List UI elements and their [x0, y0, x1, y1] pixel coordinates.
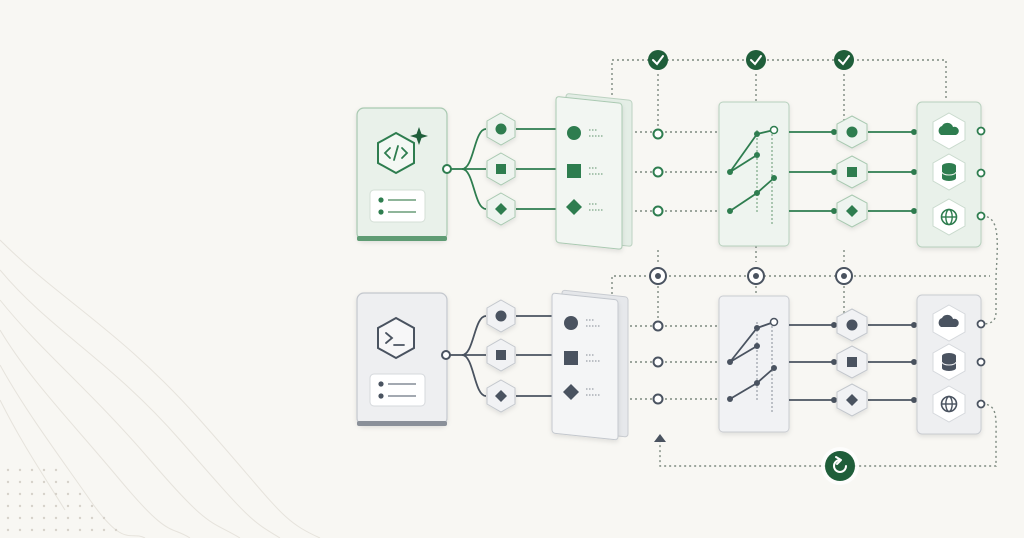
- circle-icon: [495, 310, 507, 322]
- circle-icon: [495, 123, 507, 135]
- checkmark-icon: [652, 55, 664, 66]
- target-dot-icon: [753, 273, 759, 279]
- bus-node-1[interactable]: [649, 267, 667, 285]
- diamond-icon: [846, 394, 858, 406]
- square-icon: [496, 350, 506, 360]
- circle-icon: [567, 126, 581, 140]
- fanout-lines-bottom: [447, 315, 552, 397]
- dotted-connectors: [611, 59, 998, 467]
- route-out-lines-bottom: [789, 324, 918, 401]
- junction-node-top: [442, 164, 452, 174]
- circle-icon: [846, 319, 858, 331]
- square-icon: [564, 351, 578, 365]
- branch-node-square-top[interactable]: [486, 152, 516, 186]
- fanout-lines-top: [447, 128, 556, 210]
- globe-icon: [932, 385, 966, 423]
- route-out-lines-top: [789, 131, 918, 212]
- list-icon: [369, 373, 426, 407]
- target-dot-icon: [841, 273, 847, 279]
- diamond-icon: [495, 390, 507, 402]
- branch-node-diamond-bottom[interactable]: [486, 379, 516, 413]
- database-icon: [932, 343, 966, 381]
- port-node: [652, 393, 664, 405]
- terminal-prompt-icon: [377, 316, 415, 360]
- port-node: [652, 128, 664, 140]
- circle-icon: [564, 316, 578, 330]
- circle-icon: [846, 126, 858, 138]
- output-node-circle-bottom[interactable]: [836, 308, 868, 342]
- database-icon: [932, 153, 966, 191]
- background-decoration: [0, 239, 321, 538]
- code-brackets-icon: [377, 131, 415, 175]
- row-top: [356, 50, 986, 250]
- output-node-circle-top[interactable]: [836, 115, 868, 149]
- refresh-loop-button[interactable]: [821, 447, 859, 485]
- square-icon: [847, 167, 857, 177]
- branch-node-circle-bottom[interactable]: [486, 299, 516, 333]
- square-icon: [496, 164, 506, 174]
- background-dots: [6, 468, 118, 532]
- port-node: [652, 166, 664, 178]
- routing-panel-bottom[interactable]: [718, 295, 790, 433]
- globe-icon: [932, 198, 966, 236]
- diamond-icon: [495, 203, 507, 215]
- targets-panel-top[interactable]: [916, 101, 982, 248]
- checkmark-icon: [750, 55, 762, 66]
- output-node-square-top[interactable]: [836, 155, 868, 189]
- checkpoint-1[interactable]: [648, 50, 668, 70]
- target-dot-icon: [655, 273, 661, 279]
- diamond-icon: [566, 199, 582, 215]
- square-icon: [567, 164, 581, 178]
- diamond-icon: [563, 384, 579, 400]
- cloud-icon: [932, 112, 966, 150]
- targets-panel-bottom[interactable]: [916, 294, 982, 435]
- diamond-icon: [846, 205, 858, 217]
- refresh-loop-icon: [833, 456, 847, 473]
- sparkle-icon: [410, 127, 428, 145]
- list-icon: [369, 189, 426, 223]
- square-icon: [847, 357, 857, 367]
- routing-panel-top[interactable]: [718, 101, 790, 247]
- row-bottom: [356, 267, 986, 441]
- arrow-up-icon: [654, 434, 666, 442]
- junction-node-bottom: [441, 350, 451, 360]
- output-node-square-bottom[interactable]: [836, 345, 868, 379]
- port-node: [652, 205, 664, 217]
- source-card-bottom[interactable]: [356, 292, 448, 426]
- port-node: [652, 320, 664, 332]
- bus-node-2[interactable]: [747, 267, 765, 285]
- branch-node-circle-top[interactable]: [486, 112, 516, 146]
- checkpoint-3[interactable]: [834, 50, 854, 70]
- bus-node-3[interactable]: [835, 267, 853, 285]
- document-stack-top[interactable]: [555, 93, 633, 250]
- port-node: [652, 356, 664, 368]
- source-card-top[interactable]: [356, 107, 448, 241]
- document-stack-bottom[interactable]: [551, 289, 629, 441]
- checkpoint-2[interactable]: [746, 50, 766, 70]
- output-node-diamond-top[interactable]: [836, 194, 868, 228]
- cloud-icon: [932, 304, 966, 342]
- output-node-diamond-bottom[interactable]: [836, 383, 868, 417]
- branch-node-diamond-top[interactable]: [486, 192, 516, 226]
- checkmark-icon: [838, 55, 850, 66]
- branch-node-square-bottom[interactable]: [486, 338, 516, 372]
